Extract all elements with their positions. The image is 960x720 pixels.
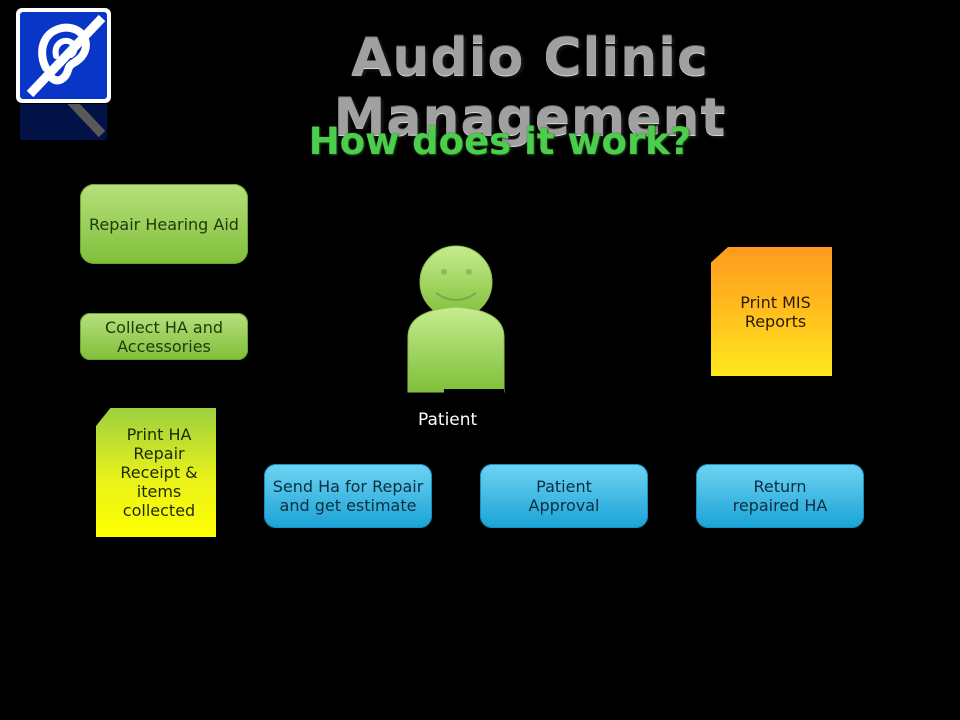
print-mis-reports-box[interactable]: Print MIS Reports xyxy=(711,247,832,376)
patient-approval-box[interactable]: Patient Approval xyxy=(480,464,648,528)
print-receipt-box[interactable]: Print HA Repair Receipt & items collecte… xyxy=(96,408,216,537)
patient-label: Patient xyxy=(414,410,498,430)
smiley-person-icon xyxy=(407,245,505,409)
page-title: Audio Clinic Management xyxy=(333,28,727,148)
return-repaired-ha-box[interactable]: Return repaired HA xyxy=(696,464,864,528)
logo xyxy=(16,8,111,103)
hearing-ear-icon xyxy=(20,12,107,99)
repair-hearing-aid-box[interactable]: Repair Hearing Aid xyxy=(80,184,248,264)
page-subtitle: How does it work? xyxy=(308,120,692,163)
send-for-repair-box[interactable]: Send Ha for Repair and get estimate xyxy=(264,464,432,528)
logo-reflection xyxy=(16,104,111,144)
collect-ha-box[interactable]: Collect HA and Accessories xyxy=(80,313,248,360)
